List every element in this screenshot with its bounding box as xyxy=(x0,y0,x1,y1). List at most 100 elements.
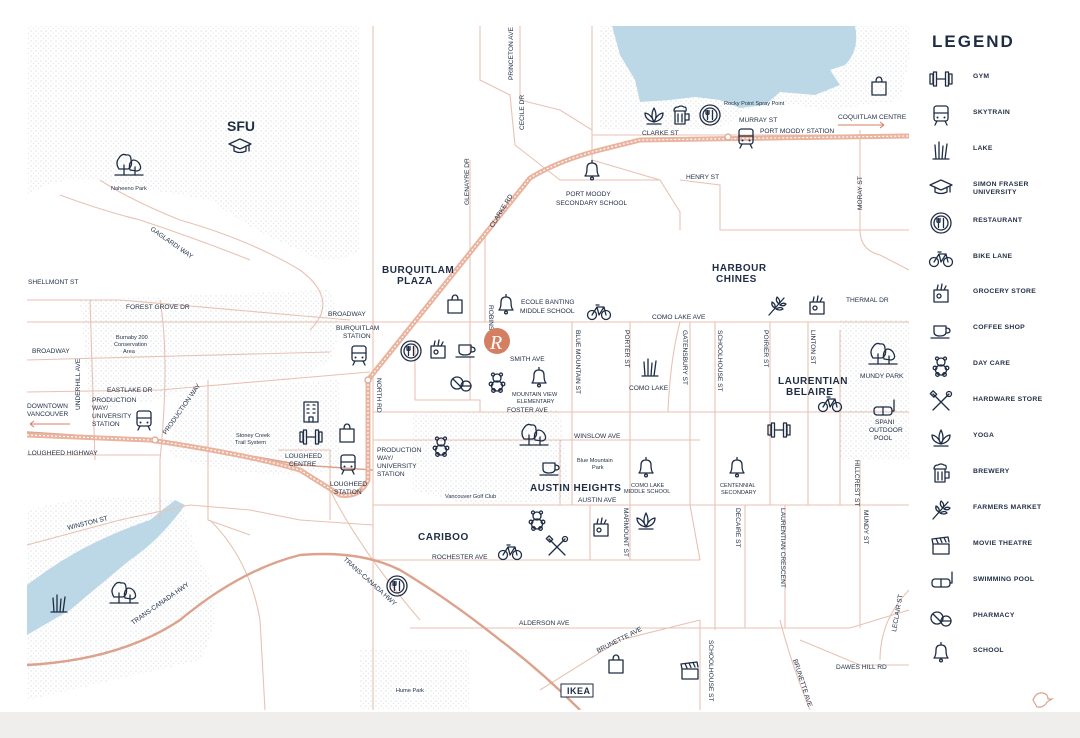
svg-text:FOREST GROVE DR: FOREST GROVE DR xyxy=(126,304,190,311)
svg-text:Trail System: Trail System xyxy=(235,440,266,446)
legend-item: SCHOOL xyxy=(926,638,1068,668)
svg-text:COMO LAKE: COMO LAKE xyxy=(629,385,669,392)
legend-label: MOVIE THEATRE xyxy=(973,539,1033,547)
svg-text:PORT MOODY STATION: PORT MOODY STATION xyxy=(760,128,834,135)
svg-text:HILLCREST ST: HILLCREST ST xyxy=(853,460,860,506)
coquitlam-arrow xyxy=(838,121,885,129)
legend-label: SWIMMING POOL xyxy=(973,575,1035,583)
svg-text:MIDDLE SCHOOL: MIDDLE SCHOOL xyxy=(624,489,670,495)
project-logo: R xyxy=(484,328,510,354)
lotus-icon xyxy=(931,429,951,447)
svg-text:BROADWAY: BROADWAY xyxy=(32,348,70,355)
legend-item: RESTAURANT xyxy=(926,208,1068,238)
svg-text:NORTH RD: NORTH RD xyxy=(375,378,382,413)
bird-logo-icon xyxy=(1032,692,1055,708)
svg-text:R: R xyxy=(489,332,502,354)
svg-text:CLARKE ST: CLARKE ST xyxy=(642,130,679,137)
legend-label: HARDWARE STORE xyxy=(973,396,1043,404)
sfu-forest-area xyxy=(27,26,360,260)
bottom-bar xyxy=(0,712,1080,738)
svg-text:UNIVERSITY: UNIVERSITY xyxy=(92,413,132,420)
area-chines: CHINES xyxy=(716,274,757,285)
lake-icon xyxy=(932,141,950,160)
teddy-bear-icon xyxy=(932,356,950,378)
svg-text:LOUGHEED HIGHWAY: LOUGHEED HIGHWAY xyxy=(28,450,98,457)
svg-text:BLUE MOUNTAIN ST: BLUE MOUNTAIN ST xyxy=(574,330,581,394)
minor-roads xyxy=(27,26,909,710)
pill-icon xyxy=(930,610,952,627)
svg-text:WAY/: WAY/ xyxy=(377,455,393,462)
svg-text:ALDERSON AVE: ALDERSON AVE xyxy=(519,620,570,627)
ikea-label: IKEA xyxy=(567,686,591,696)
legend-label: GROCERY STORE xyxy=(973,288,1037,296)
area-laurentian: LAURENTIAN xyxy=(778,376,848,387)
area-burquitlam: BURQUITLAM xyxy=(382,265,454,276)
wheat-icon xyxy=(932,500,951,520)
svg-text:COQUITLAM CENTRE: COQUITLAM CENTRE xyxy=(838,114,907,121)
svg-text:Blue Mountain: Blue Mountain xyxy=(577,458,613,464)
svg-text:MURRAY ST: MURRAY ST xyxy=(739,117,777,124)
svg-text:WINSLOW AVE: WINSLOW AVE xyxy=(574,433,621,440)
svg-text:MORAY ST: MORAY ST xyxy=(857,176,864,210)
svg-text:STATION: STATION xyxy=(377,471,405,478)
legend-label: YOGA xyxy=(973,432,995,439)
legend-item: SIMON FRASER UNIVERSITY xyxy=(926,172,1068,202)
svg-text:SCHOOLHOUSE ST: SCHOOLHOUSE ST xyxy=(707,640,714,702)
svg-text:Burnaby 200: Burnaby 200 xyxy=(116,335,148,341)
legend-label: DAY CARE xyxy=(973,360,1011,368)
svg-text:MOUNTAIN VIEW: MOUNTAIN VIEW xyxy=(512,392,558,398)
svg-text:GLENAYRE DR: GLENAYRE DR xyxy=(464,158,471,205)
legend-item: BREWERY xyxy=(926,459,1068,489)
svg-text:MARMOUNT ST: MARMOUNT ST xyxy=(622,508,629,557)
svg-text:SPANI: SPANI xyxy=(875,419,894,426)
legend-item: COFFEE SHOP xyxy=(926,315,1068,345)
legend-item: FARMERS MARKET xyxy=(926,495,1068,525)
legend-label: SKYTRAIN xyxy=(973,108,1011,116)
svg-text:DOWNTOWN: DOWNTOWN xyxy=(27,403,68,410)
bell-icon xyxy=(933,642,949,663)
svg-text:DECAIRE ST: DECAIRE ST xyxy=(734,508,741,548)
svg-text:VANCOUVER: VANCOUVER xyxy=(27,411,69,418)
svg-text:SCHOOLHOUSE ST: SCHOOLHOUSE ST xyxy=(716,330,723,392)
svg-text:Area: Area xyxy=(123,349,136,355)
legend-label: SCHOOL xyxy=(973,647,1004,655)
svg-text:SECONDARY: SECONDARY xyxy=(721,490,757,496)
svg-text:Naheeno Park: Naheeno Park xyxy=(111,186,147,192)
lower-left-forest xyxy=(27,496,215,700)
svg-text:DAWES HILL RD: DAWES HILL RD xyxy=(836,664,887,671)
svg-text:Stoney Creek: Stoney Creek xyxy=(236,433,270,439)
skytrain-icon xyxy=(933,105,949,126)
snorkel-icon xyxy=(931,570,953,588)
svg-text:CECILE DR: CECILE DR xyxy=(519,95,526,130)
svg-text:Rocky Point Spray Point: Rocky Point Spray Point xyxy=(724,101,785,107)
area-harbour: HARBOUR xyxy=(712,263,767,274)
svg-text:BROADWAY: BROADWAY xyxy=(328,311,366,318)
svg-text:LINTON ST: LINTON ST xyxy=(809,330,816,364)
beer-icon xyxy=(933,463,950,483)
legend-label: BIKE LANE xyxy=(973,252,1013,260)
golf-club-area xyxy=(412,410,570,505)
area-belaire: BELAIRE xyxy=(786,387,833,398)
svg-text:UNIVERSITY: UNIVERSITY xyxy=(377,463,417,470)
legend-label: COFFEE SHOP xyxy=(973,324,1026,332)
area-plaza: PLAZA xyxy=(397,276,433,287)
svg-text:MIDDLE SCHOOL: MIDDLE SCHOOL xyxy=(520,308,575,315)
svg-text:CENTRE: CENTRE xyxy=(289,461,317,468)
river-water xyxy=(27,500,185,635)
svg-text:FOSTER AVE: FOSTER AVE xyxy=(507,407,549,414)
svg-text:SECONDARY SCHOOL: SECONDARY SCHOOL xyxy=(556,200,628,207)
svg-text:SHELLMONT ST: SHELLMONT ST xyxy=(28,279,78,286)
svg-text:AUSTIN AVE: AUSTIN AVE xyxy=(578,497,617,504)
svg-text:STATION: STATION xyxy=(343,333,371,340)
tools-icon xyxy=(929,390,953,411)
svg-text:Park: Park xyxy=(592,465,604,471)
svg-text:POOL: POOL xyxy=(874,435,893,442)
legend-label: RESTAURANT xyxy=(973,216,1023,224)
svg-text:LAURENTIAN CRESCENT: LAURENTIAN CRESCENT xyxy=(779,508,786,588)
area-cariboo: CARIBOO xyxy=(418,532,469,543)
clapperboard-icon xyxy=(931,536,950,555)
legend-label: FARMERS MARKET xyxy=(973,503,1042,511)
legend-label: LAKE xyxy=(973,144,993,152)
